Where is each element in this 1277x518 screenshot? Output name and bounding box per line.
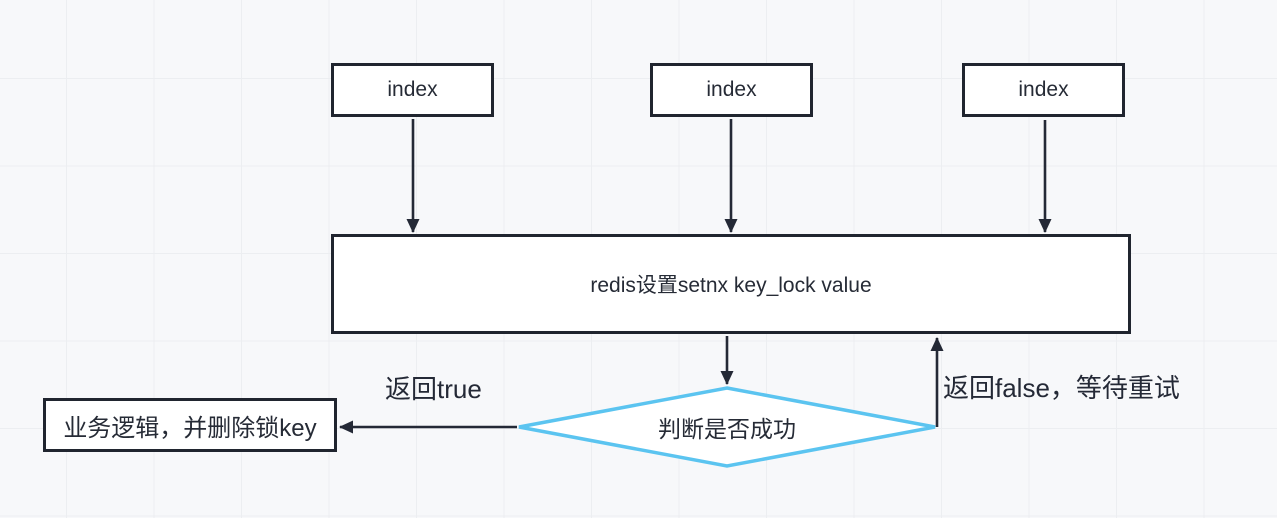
- edge-label-return-true: 返回true: [385, 374, 482, 404]
- node-index-2-label: index: [706, 78, 757, 101]
- node-index-2[interactable]: index: [650, 63, 813, 117]
- node-index-1-label: index: [387, 78, 438, 101]
- decision-diamond-label: 判断是否成功: [658, 416, 796, 442]
- node-business-logic-label: 业务逻辑，并删除锁key: [63, 414, 317, 442]
- node-index-3[interactable]: index: [962, 63, 1125, 117]
- node-index-3-label: index: [1018, 78, 1069, 101]
- node-business-logic[interactable]: 业务逻辑，并删除锁key: [43, 398, 337, 452]
- node-redis-setnx[interactable]: redis设置setnx key_lock value: [331, 234, 1131, 334]
- node-index-1[interactable]: index: [331, 63, 494, 117]
- edge-label-return-false-retry: 返回false，等待重试: [943, 373, 1180, 403]
- node-redis-setnx-label: redis设置setnx key_lock value: [590, 274, 872, 297]
